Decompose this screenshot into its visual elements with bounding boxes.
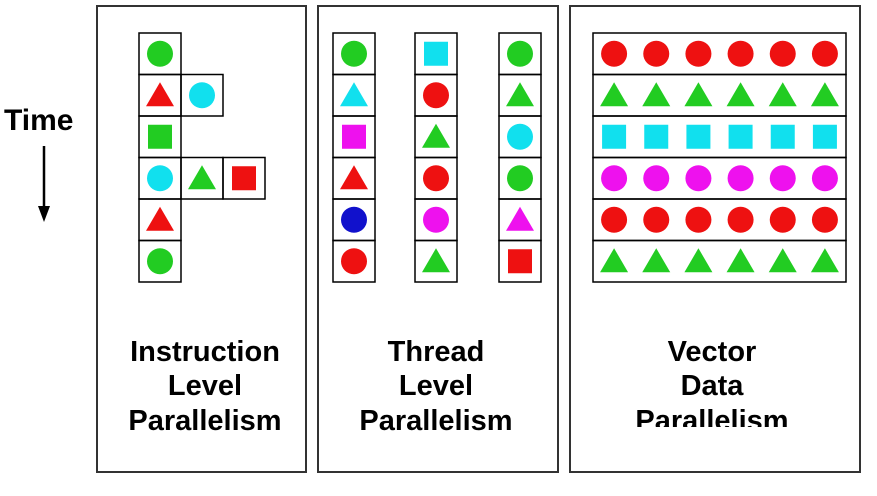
vdp-row-1 bbox=[592, 73, 847, 117]
vdp-row3-lane1-magenta-circle bbox=[643, 165, 670, 192]
ilp-cell-r5-c0 bbox=[138, 239, 182, 283]
vdp-row-0 bbox=[592, 32, 847, 76]
vdp-row4-lane1-red-circle bbox=[643, 206, 670, 233]
vdp-row2-lane3-cyan-square bbox=[728, 124, 753, 149]
tlp-thread2-shape-r0-green-circle bbox=[507, 40, 533, 67]
vdp-row4-lane3-red-circle bbox=[727, 206, 754, 233]
vdp-row3-lane0-magenta-circle bbox=[601, 165, 628, 192]
vdp-row1-lane0-green-triangle bbox=[600, 82, 629, 107]
panel-vdp-title-line-1: Vector bbox=[668, 336, 757, 368]
vdp-row1-lane3-green-triangle bbox=[726, 82, 755, 107]
tlp-thread2-shape-r2-cyan-circle bbox=[507, 123, 533, 150]
panel-vdp-title-line-2: Data bbox=[681, 370, 745, 402]
panel-ilp-title-line-1: Instruction bbox=[130, 336, 280, 368]
vdp-row5-lane0-green-triangle bbox=[600, 248, 629, 273]
panel-ilp-title-line-2: Level bbox=[168, 370, 242, 402]
vdp-row1-lane2-green-triangle bbox=[684, 82, 713, 107]
vdp-row5-lane2-green-triangle bbox=[684, 248, 713, 273]
panel-tlp-title-line-3: Parallelism bbox=[359, 405, 512, 437]
vdp-row0-lane3-red-circle bbox=[727, 40, 754, 67]
tlp-thread0-shape-r0-green-circle bbox=[341, 40, 367, 67]
panel-tlp-title-line-1: Thread bbox=[388, 336, 485, 368]
vdp-row-5 bbox=[592, 239, 847, 283]
panel-tlp-frame bbox=[317, 5, 559, 473]
panel-ilp-frame bbox=[96, 5, 307, 473]
tlp-thread0-shape-r4-blue-circle bbox=[341, 206, 367, 233]
ilp-shape-r3-c2-red-square bbox=[232, 166, 256, 191]
vdp-row2-lane1-cyan-square bbox=[644, 124, 669, 149]
vdp-row2-lane0-cyan-square bbox=[602, 124, 627, 149]
time-arrow bbox=[38, 146, 50, 222]
tlp-thread1-shape-r3-red-circle bbox=[423, 165, 449, 192]
vdp-row3-lane2-magenta-circle bbox=[685, 165, 712, 192]
ilp-shape-r3-c0-cyan-circle bbox=[147, 165, 173, 192]
vdp-row4-lane5-red-circle bbox=[811, 206, 838, 233]
vdp-row1-lane5-green-triangle bbox=[810, 82, 839, 107]
vdp-row2-lane5-cyan-square bbox=[812, 124, 837, 149]
vdp-row1-lane4-green-triangle bbox=[768, 82, 797, 107]
ilp-shape-r3-c1-green-triangle bbox=[188, 165, 216, 190]
tlp-thread2-shape-r3-green-circle bbox=[507, 165, 533, 192]
vdp-row3-lane5-magenta-circle bbox=[811, 165, 838, 192]
vdp-row5-lane5-green-triangle bbox=[810, 248, 839, 273]
panel-tlp-title-line-2: Level bbox=[399, 370, 473, 402]
vdp-row-4 bbox=[592, 198, 847, 242]
tlp-thread0-shape-r5-red-circle bbox=[341, 248, 367, 275]
ilp-shape-r5-c0-green-circle bbox=[147, 248, 173, 275]
vdp-row5-lane3-green-triangle bbox=[726, 248, 755, 273]
ilp-shape-r2-c0-green-square bbox=[148, 124, 172, 149]
tlp-thread2-cell-r5 bbox=[498, 239, 542, 283]
tlp-thread1-shape-r4-magenta-circle bbox=[423, 206, 449, 233]
vdp-row4-lane2-red-circle bbox=[685, 206, 712, 233]
time-label: Time bbox=[4, 104, 74, 137]
tlp-thread2-shape-r5-red-square bbox=[508, 249, 532, 274]
vdp-row0-lane1-red-circle bbox=[643, 40, 670, 67]
vdp-row2-lane2-cyan-square bbox=[686, 124, 711, 149]
vdp-row5-lane4-green-triangle bbox=[768, 248, 797, 273]
vdp-row0-lane5-red-circle bbox=[811, 40, 838, 67]
tlp-thread2-shape-r4-magenta-triangle bbox=[506, 206, 534, 231]
tlp-thread0-shape-r2-magenta-square bbox=[342, 124, 366, 149]
tlp-thread1-shape-r0-cyan-square bbox=[424, 41, 448, 66]
vdp-row0-lane2-red-circle bbox=[685, 40, 712, 67]
vdp-row4-lane0-red-circle bbox=[601, 206, 628, 233]
vdp-row-2 bbox=[592, 115, 847, 159]
ilp-shape-r1-c1-cyan-circle bbox=[189, 82, 215, 109]
ilp-shape-r4-c0-red-triangle bbox=[146, 206, 174, 231]
tlp-thread1-shape-r1-red-circle bbox=[423, 82, 449, 109]
panel-ilp-title-line-3: Parallelism bbox=[128, 405, 281, 437]
vdp-row3-lane4-magenta-circle bbox=[769, 165, 796, 192]
ilp-shape-r1-c0-red-triangle bbox=[146, 82, 174, 107]
tlp-thread0-shape-r3-red-triangle bbox=[340, 165, 368, 190]
tlp-thread0-cell-r5 bbox=[332, 239, 376, 283]
vdp-row0-lane0-red-circle bbox=[601, 40, 628, 67]
panel-vdp-frame bbox=[569, 5, 861, 473]
tlp-thread1-shape-r5-green-triangle bbox=[422, 248, 450, 273]
vdp-row-3 bbox=[592, 156, 847, 200]
vdp-row0-lane4-red-circle bbox=[769, 40, 796, 67]
ilp-cell-r3-c2 bbox=[222, 156, 266, 200]
tlp-thread1-cell-r5 bbox=[414, 239, 458, 283]
vdp-row2-lane4-cyan-square bbox=[770, 124, 795, 149]
cover-strip bbox=[628, 427, 850, 467]
ilp-shape-r0-c0-green-circle bbox=[147, 40, 173, 67]
vdp-row5-lane1-green-triangle bbox=[642, 248, 671, 273]
vdp-row3-lane3-magenta-circle bbox=[727, 165, 754, 192]
vdp-row4-lane4-red-circle bbox=[769, 206, 796, 233]
ilp-cell-r1-c1 bbox=[180, 73, 224, 117]
tlp-thread1-shape-r2-green-triangle bbox=[422, 123, 450, 148]
vdp-row1-lane1-green-triangle bbox=[642, 82, 671, 107]
tlp-thread0-shape-r1-cyan-triangle bbox=[340, 82, 368, 107]
tlp-thread2-shape-r1-green-triangle bbox=[506, 82, 534, 107]
